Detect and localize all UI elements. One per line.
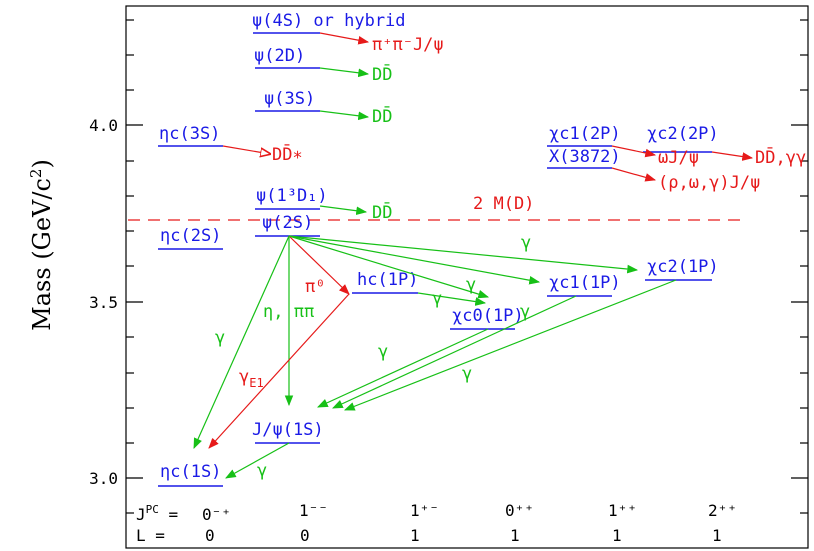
arrow-psi2s-etac1s <box>193 235 290 449</box>
label-hc1p: hc(1P) <box>357 270 418 290</box>
l-col-3: 1 <box>410 526 420 545</box>
label-psi4s: ψ(4S) or hybrid <box>252 11 406 31</box>
label-gamma-hc-chic0: γ <box>432 289 442 309</box>
label-gamma-jpsi-etac: γ <box>257 461 267 481</box>
label-etac2s: ηc(2S) <box>160 226 221 246</box>
label-chic11p: χc1(1P) <box>549 273 621 293</box>
label-jpsi1s: J/ψ(1S) <box>252 420 324 440</box>
decay-ddgg: DD̄,γγ <box>755 146 806 168</box>
y-axis-ticks <box>126 19 808 514</box>
arrow-hc-etac1s <box>208 293 350 449</box>
jpc-col-1: 0⁻⁺ <box>202 505 231 524</box>
y-tick-label-3-5: 3.5 <box>89 293 118 312</box>
label-psi13d1: ψ(1³D₁) <box>256 186 328 206</box>
arrow-psi4s-pipi <box>319 32 370 45</box>
arrow-psi2s-hc <box>288 235 350 295</box>
label-gamma-chic1: γ <box>520 302 530 322</box>
label-x3872: X(3872) <box>549 147 621 167</box>
decay-ddstar: DD̄∗ <box>272 143 303 165</box>
label-pi0: π⁰ <box>305 277 325 297</box>
arrow-psi2s-chic0 <box>288 235 490 299</box>
arrow-psi13d1-dd <box>319 205 368 216</box>
arrow-chic0-jpsi <box>317 328 489 408</box>
label-chic22p: χc2(2P) <box>647 124 719 144</box>
y-tick-label-4-0: 4.0 <box>89 116 118 135</box>
label-gamma-psi2s-chic2: γ <box>521 233 531 253</box>
l-col-6: 1 <box>712 526 722 545</box>
decay-arrows <box>222 32 754 216</box>
l-col-5: 1 <box>612 526 622 545</box>
label-chic21p: χc2(1P) <box>647 257 719 277</box>
l-col-4: 1 <box>510 526 520 545</box>
arrow-etac3s-ddstar <box>222 145 270 154</box>
l-col-2: 0 <box>300 526 310 545</box>
label-psi2s: ψ(2S) <box>262 213 313 233</box>
arrow-chic1-jpsi <box>332 295 577 409</box>
label-chic01p: χc0(1P) <box>452 306 524 326</box>
level-lines <box>158 32 712 487</box>
label-etac1s: ηc(1S) <box>160 462 221 482</box>
label-chic12p: χc1(2P) <box>549 124 621 144</box>
jpc-row-label: JPC = <box>136 503 178 524</box>
label-gamma-psi2s-etac: γ <box>215 328 225 348</box>
label-etac3s: ηc(3S) <box>159 124 220 144</box>
arrow-psi2s-chic1 <box>288 235 541 285</box>
label-gamma-chic2-jpsi: γ <box>462 364 472 384</box>
y-axis-title: Mass (GeV/c2) <box>27 159 56 331</box>
label-eta-pipi: η, ππ <box>263 302 314 322</box>
arrow-chic22p-ddgg <box>711 151 754 161</box>
label-psi2d: ψ(2D) <box>254 46 305 66</box>
decay-omegajpsi: ωJ/ψ <box>658 148 699 168</box>
transition-arrows <box>193 235 677 479</box>
decay-dd-1d: DD̄ <box>372 201 392 223</box>
threshold-label: 2 M(D) <box>473 194 534 214</box>
jpc-col-3: 1⁺⁻ <box>410 501 439 520</box>
l-col-1: 0 <box>205 526 215 545</box>
arrow-psi3s-dd <box>319 110 370 121</box>
state-labels: ψ(4S) or hybrid ψ(2D) ψ(3S) ηc(3S) χc1(2… <box>159 11 719 482</box>
jpc-col-2: 1⁻⁻ <box>299 501 328 520</box>
arrow-x3872-rhoomega <box>611 167 657 182</box>
arrow-psi2s-chic2 <box>288 235 639 274</box>
decay-dd-2d: DD̄ <box>372 63 392 85</box>
jpc-col-4: 0⁺⁺ <box>505 501 534 520</box>
decay-dd-3s: DD̄ <box>372 105 392 127</box>
y-tick-label-3-0: 3.0 <box>89 469 118 488</box>
l-row-label: L = <box>136 526 165 545</box>
label-gamma-e1: γE1 <box>239 367 264 390</box>
arrow-psi2d-dd <box>319 67 370 78</box>
jpc-col-6: 2⁺⁺ <box>708 501 737 520</box>
label-psi3s: ψ(3S) <box>264 89 315 109</box>
arrow-jpsi-etac1s <box>225 442 290 479</box>
label-gamma-psi2s-chic0: γ <box>466 275 476 295</box>
jpc-col-5: 1⁺⁺ <box>608 501 637 520</box>
decay-labels: π⁺π⁻J/ψ DD̄ DD̄ DD̄∗ ωJ/ψ DD̄,γγ (ρ,ω,γ)… <box>272 35 806 223</box>
quantum-numbers: JPC = L = 0⁻⁺ 1⁻⁻ 1⁺⁻ 0⁺⁺ 1⁺⁺ 2⁺⁺ 0 0 1 … <box>136 501 737 545</box>
label-gamma-chic0-jpsi: γ <box>378 342 388 362</box>
decay-rhoomegagamma: (ρ,ω,γ)J/ψ <box>658 173 760 193</box>
arrow-chic12p-omegajpsi <box>611 145 657 158</box>
arrow-chic2-jpsi <box>343 279 677 411</box>
plot-frame <box>125 5 809 549</box>
transition-labels: γ η, ππ π⁰ γE1 γ γ γ γ γ γ γ <box>215 233 531 481</box>
arrow-hc-chic0 <box>417 292 487 306</box>
decay-pipijpsi: π⁺π⁻J/ψ <box>372 35 444 55</box>
